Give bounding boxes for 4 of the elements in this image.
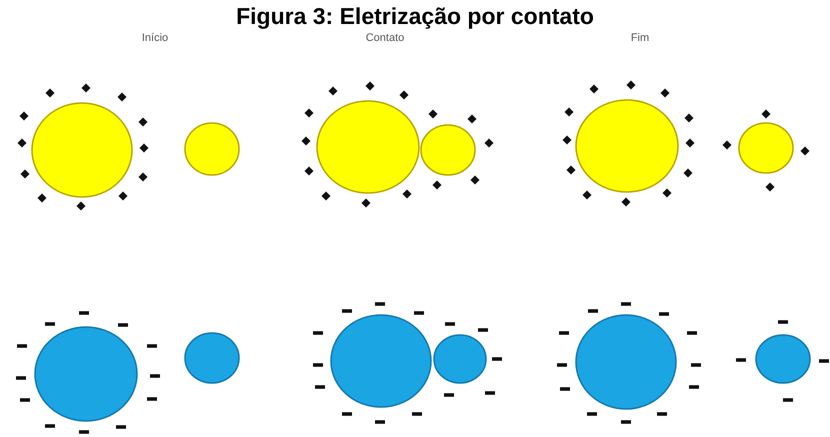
stage-label: Início bbox=[142, 31, 168, 46]
stage-label: Fim bbox=[630, 31, 650, 46]
figure-title: Figura 3: Eletrização por contato bbox=[236, 3, 594, 29]
stage-label: Contato bbox=[366, 31, 404, 46]
